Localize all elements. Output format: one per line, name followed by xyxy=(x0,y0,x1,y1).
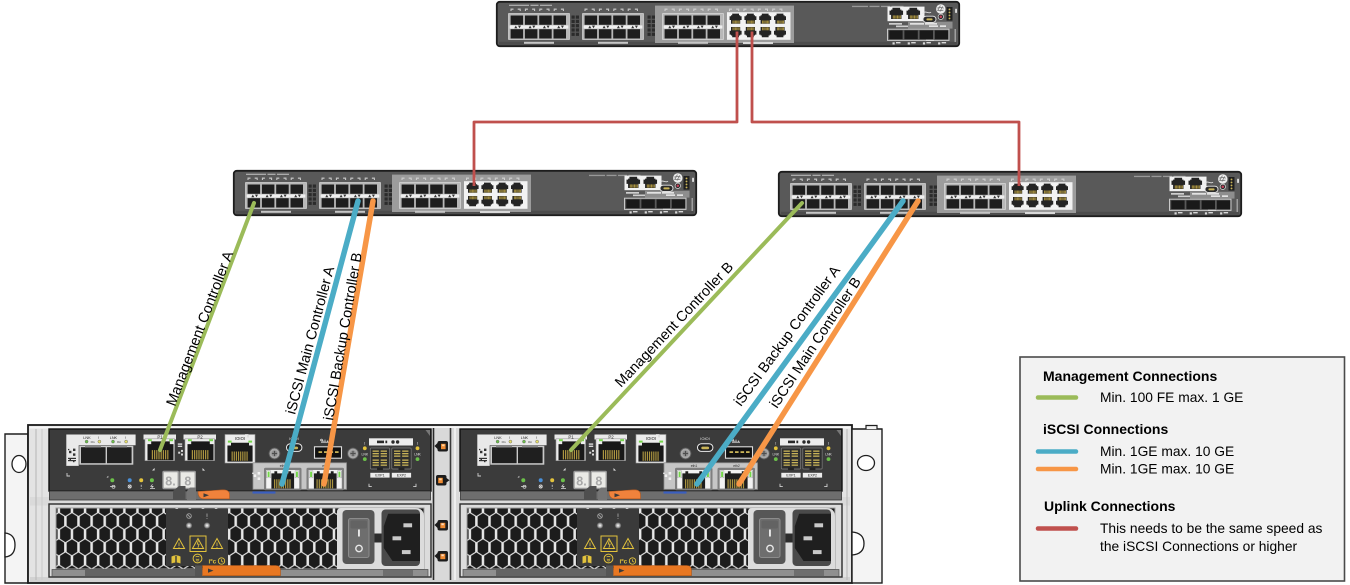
svg-text:Management Connections: Management Connections xyxy=(1043,368,1217,384)
svg-text:iSCSI Connections: iSCSI Connections xyxy=(1043,421,1168,437)
svg-text:Uplink Connections: Uplink Connections xyxy=(1044,498,1176,514)
svg-text:Min. 1GE max. 10 GE: Min. 1GE max. 10 GE xyxy=(1100,462,1234,477)
svg-text:Min. 100 FE max. 1 GE: Min. 100 FE max. 1 GE xyxy=(1100,390,1243,405)
svg-text:Management Controller B: Management Controller B xyxy=(612,259,737,390)
svg-text:Management Controller A: Management Controller A xyxy=(164,249,237,409)
svg-text:This needs to be the same spee: This needs to be the same speed as xyxy=(1100,521,1323,536)
svg-text:Min. 1GE max. 10 GE: Min. 1GE max. 10 GE xyxy=(1100,444,1234,459)
svg-text:the iSCSI Connections or highe: the iSCSI Connections or higher xyxy=(1100,539,1298,554)
